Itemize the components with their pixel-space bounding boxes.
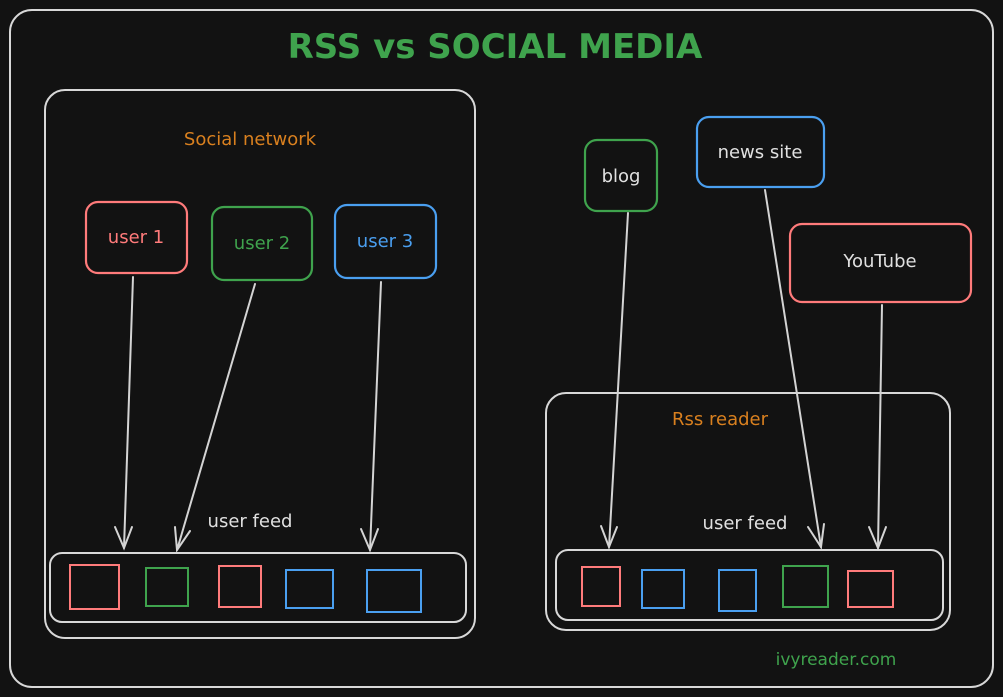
youtube-box: [788, 222, 973, 304]
user-2-label: user 2: [234, 233, 290, 254]
rss-feed-item: [782, 565, 829, 608]
diagram-title: RSS vs SOCIAL MEDIA: [288, 27, 703, 67]
social-user-feed: [49, 552, 467, 623]
user-3-label: user 3: [357, 231, 413, 252]
user-2-box: [210, 205, 314, 282]
social-feed-items: [69, 564, 422, 613]
rss-feed-item: [718, 569, 757, 612]
arrow-youtube-to-feed: [877, 304, 883, 549]
social-feed-item: [366, 569, 422, 613]
arrowhead-user-2: [174, 526, 191, 553]
blog-box: [583, 138, 659, 213]
arrowhead-blog: [600, 525, 618, 550]
arrowhead-user-3: [360, 528, 379, 553]
news-site-box: [695, 115, 826, 189]
rss-reader-panel: [545, 392, 951, 631]
rss-reader-label: Rss reader: [672, 409, 769, 430]
arrowhead-user-1: [114, 526, 133, 551]
arrow-user-3-to-feed: [369, 281, 382, 551]
arrow-user-2-to-feed: [176, 283, 256, 551]
social-feed-item: [285, 569, 334, 609]
rss-feed-item: [581, 566, 621, 607]
rss-user-feed: [555, 549, 944, 621]
social-feed-item: [218, 565, 262, 608]
arrow-blog-to-feed: [608, 212, 629, 548]
footer-site-name: ivyreader.com: [776, 650, 897, 670]
blog-label: blog: [602, 166, 641, 187]
arrowhead-news-site: [807, 523, 825, 550]
rss-feed-items: [581, 565, 894, 612]
social-feed-item: [145, 567, 189, 607]
arrow-user-1-to-feed: [123, 276, 134, 549]
user-1-label: user 1: [108, 227, 164, 248]
user-1-box: [84, 200, 189, 275]
rss-user-feed-label: user feed: [703, 513, 788, 534]
social-feed-item: [69, 564, 120, 610]
rss-feed-item: [641, 569, 685, 609]
arrowhead-youtube: [868, 526, 887, 551]
outer-frame: [9, 9, 994, 688]
social-user-feed-label: user feed: [208, 511, 293, 532]
rss-feed-item: [847, 570, 894, 608]
news-site-label: news site: [718, 142, 803, 163]
youtube-label: YouTube: [842, 251, 916, 272]
social-network-panel: [44, 89, 476, 639]
user-3-box: [333, 203, 438, 280]
arrow-news-site-to-feed: [764, 189, 822, 548]
social-network-label: Social network: [184, 129, 317, 150]
